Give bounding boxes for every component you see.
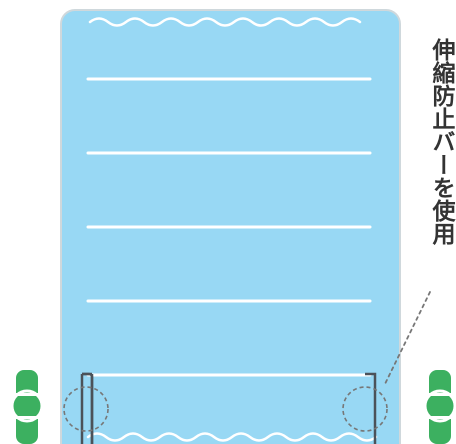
top-wavy-edge <box>88 17 362 27</box>
left-clip-icon <box>10 370 44 444</box>
highlight-circle-right <box>342 386 388 432</box>
bottom-wavy-edge <box>86 432 378 442</box>
right-clip-icon <box>423 370 456 444</box>
highlight-circle-left <box>63 386 109 432</box>
leader-line <box>383 291 431 387</box>
caption-anti-stretch-bar: 伸縮防止バーを使用 <box>428 38 454 245</box>
anti-stretch-bar <box>365 372 377 444</box>
